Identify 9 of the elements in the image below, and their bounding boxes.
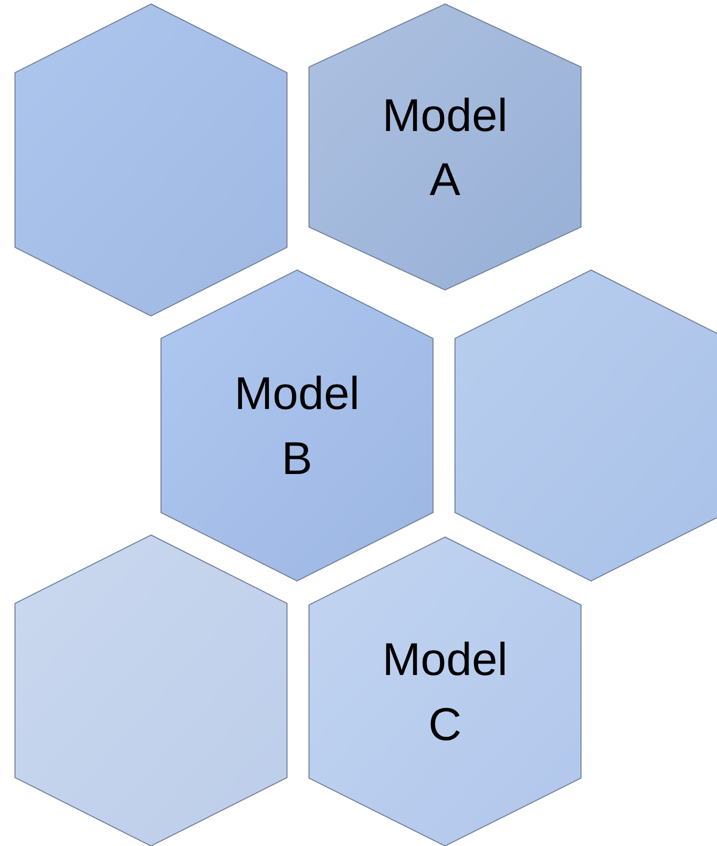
- hexagon-label: Model B: [233, 366, 361, 486]
- hexagon-label: Model C: [381, 632, 509, 752]
- hexagon: [161, 270, 433, 581]
- hexagon: [455, 270, 717, 581]
- hexagon: [15, 4, 287, 316]
- hexagon-label: Model A: [381, 88, 509, 207]
- hexagon: [15, 535, 287, 846]
- hexagon: [309, 4, 581, 290]
- hexagon: [309, 537, 581, 846]
